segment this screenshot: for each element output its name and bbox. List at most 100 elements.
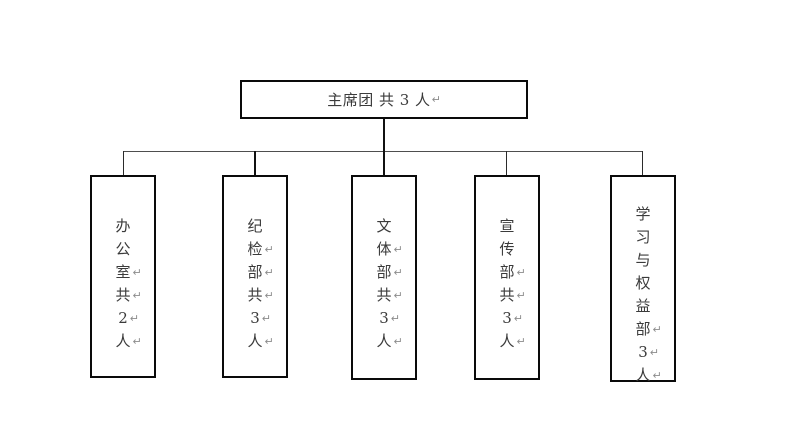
node-text-line: 共↵ [92, 284, 154, 307]
node-text-line: 部↵ [612, 318, 674, 341]
node-text-glyph: 体 [376, 240, 392, 258]
node-text-glyph: 部 [635, 320, 651, 338]
node-text-glyph: 纪 [247, 217, 263, 235]
pilcrow-mark: ↵ [649, 346, 659, 359]
node-text-glyph: 部 [247, 263, 263, 281]
node-text-glyph: 公 [115, 240, 131, 258]
connector-drop-discipline [254, 151, 256, 175]
node-text-glyph: 部 [499, 263, 515, 281]
node-text-glyph: 人 [499, 332, 515, 350]
connector-drop-office [123, 151, 124, 175]
node-publicity[interactable]: 宣传部↵共↵3↵人↵ [474, 175, 540, 380]
node-text-glyph: 宣 [499, 217, 515, 235]
node-text-glyph: 共 [247, 286, 263, 304]
pilcrow-mark: ↵ [264, 266, 274, 279]
node-text-glyph: 室 [115, 263, 131, 281]
node-text-line: 学 [612, 203, 674, 226]
node-publicity-text: 宣传部↵共↵3↵人↵ [476, 187, 538, 353]
pilcrow-mark: ↵ [264, 243, 274, 256]
node-culture-sports[interactable]: 文体↵部↵共↵3↵人↵ [351, 175, 417, 380]
node-text-glyph: 文 [376, 217, 392, 235]
node-text-glyph: 共 [115, 286, 131, 304]
node-text-glyph: 3 [250, 309, 260, 327]
node-presidium-label: 主席团 共 3 人 [327, 91, 431, 109]
node-discipline-inspection[interactable]: 纪检↵部↵共↵3↵人↵ [222, 175, 288, 378]
node-text-glyph: 2 [118, 309, 128, 327]
node-text-line: 体↵ [353, 238, 415, 261]
pilcrow-mark: ↵ [513, 312, 523, 325]
node-text-line: 纪 [224, 215, 286, 238]
connector-drop-study-rights [642, 151, 643, 175]
pilcrow-mark: ↵ [431, 93, 441, 106]
node-office[interactable]: 办公室↵共↵2↵人↵ [90, 175, 156, 378]
node-text-line: 益 [612, 295, 674, 318]
pilcrow-mark: ↵ [516, 289, 526, 302]
node-text-line: 检↵ [224, 238, 286, 261]
node-text-line: 部↵ [353, 261, 415, 284]
node-text-line: 宣 [476, 215, 538, 238]
node-text-line: 3↵ [612, 341, 674, 364]
pilcrow-mark: ↵ [516, 335, 526, 348]
pilcrow-mark: ↵ [393, 335, 403, 348]
node-text-line: 2↵ [92, 307, 154, 330]
node-text-line: 人↵ [353, 330, 415, 353]
pilcrow-mark: ↵ [261, 312, 271, 325]
node-text-line: 人↵ [612, 364, 674, 387]
pilcrow-mark: ↵ [393, 289, 403, 302]
node-text-glyph: 习 [635, 228, 651, 246]
node-presidium[interactable]: 主席团 共 3 人↵ [240, 80, 528, 119]
node-text-glyph: 3 [638, 343, 648, 361]
node-culture-sports-text: 文体↵部↵共↵3↵人↵ [353, 187, 415, 353]
pilcrow-mark: ↵ [393, 266, 403, 279]
node-text-line: 共↵ [353, 284, 415, 307]
node-text-line: 人↵ [476, 330, 538, 353]
node-text-line: 3↵ [353, 307, 415, 330]
pilcrow-mark: ↵ [393, 243, 403, 256]
pilcrow-mark: ↵ [390, 312, 400, 325]
node-text-glyph: 益 [635, 297, 651, 315]
node-text-glyph: 部 [376, 263, 392, 281]
node-text-glyph: 3 [379, 309, 389, 327]
node-text-line: 3↵ [224, 307, 286, 330]
node-text-line: 人↵ [224, 330, 286, 353]
node-text-line: 部↵ [476, 261, 538, 284]
node-text-glyph: 检 [247, 240, 263, 258]
node-text-glyph: 办 [115, 217, 131, 235]
node-text-glyph: 权 [635, 274, 651, 292]
node-text-line: 文 [353, 215, 415, 238]
node-discipline-inspection-text: 纪检↵部↵共↵3↵人↵ [224, 187, 286, 353]
pilcrow-mark: ↵ [129, 312, 139, 325]
node-text-line: 3↵ [476, 307, 538, 330]
pilcrow-mark: ↵ [516, 266, 526, 279]
node-text-line: 室↵ [92, 261, 154, 284]
node-text-line: 权 [612, 272, 674, 295]
node-text-glyph: 人 [247, 332, 263, 350]
node-text-glyph: 3 [502, 309, 512, 327]
node-text-glyph: 人 [376, 332, 392, 350]
node-text-line: 与 [612, 249, 674, 272]
node-text-glyph: 共 [499, 286, 515, 304]
node-text-line: 人↵ [92, 330, 154, 353]
node-text-glyph: 人 [115, 332, 131, 350]
node-text-line: 部↵ [224, 261, 286, 284]
node-text-line: 办 [92, 215, 154, 238]
node-text-glyph: 与 [635, 251, 651, 269]
node-text-glyph: 学 [635, 205, 651, 223]
node-text-line: 共↵ [224, 284, 286, 307]
node-office-text: 办公室↵共↵2↵人↵ [92, 187, 154, 353]
node-text-line: 公 [92, 238, 154, 261]
node-study-and-rights[interactable]: 学习与权益部↵3↵人↵ [610, 175, 676, 384]
node-text-line: 共↵ [476, 284, 538, 307]
node-text-glyph: 共 [376, 286, 392, 304]
node-text-line: 传 [476, 238, 538, 261]
pilcrow-mark: ↵ [652, 369, 662, 382]
node-text-glyph: 人 [635, 366, 651, 384]
node-text-glyph: 传 [499, 240, 515, 258]
connector-drop-publicity [506, 151, 507, 175]
pilcrow-mark: ↵ [264, 289, 274, 302]
pilcrow-mark: ↵ [132, 289, 142, 302]
pilcrow-mark: ↵ [264, 335, 274, 348]
node-study-and-rights-text: 学习与权益部↵3↵人↵ [612, 187, 674, 387]
pilcrow-mark: ↵ [652, 323, 662, 336]
